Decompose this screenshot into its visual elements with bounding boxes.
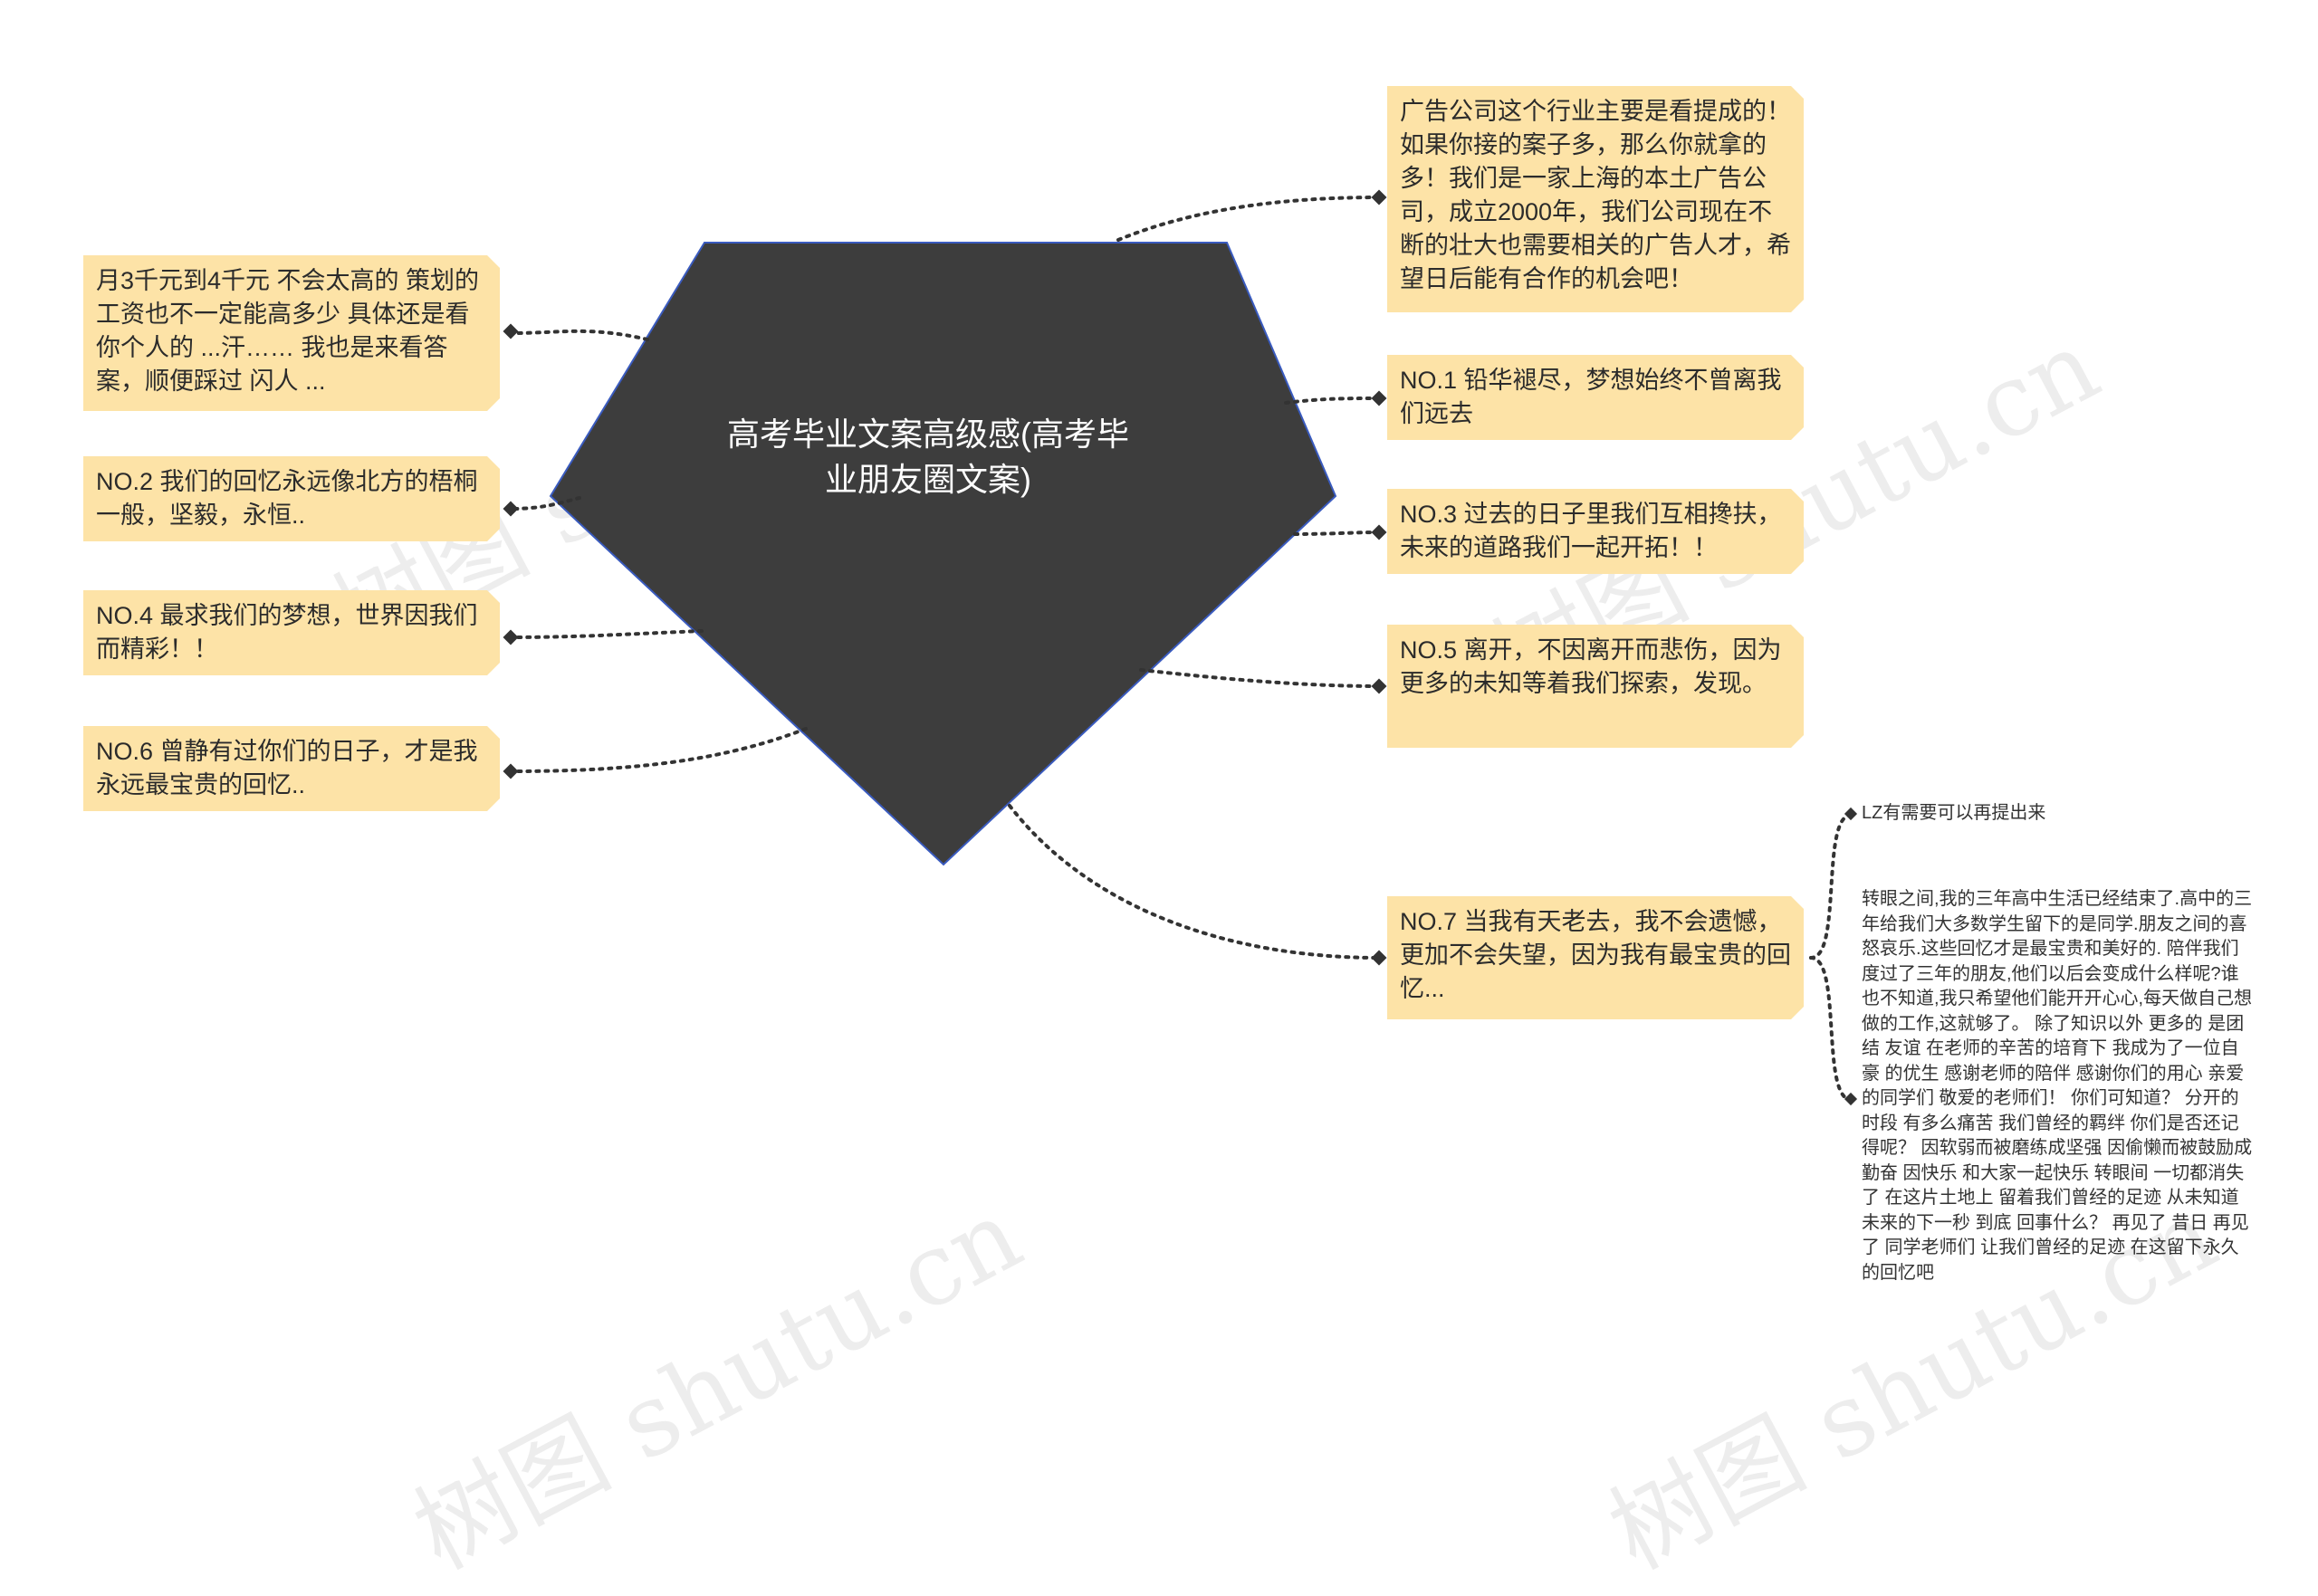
connector-layer (503, 189, 1858, 1106)
connector-right-2 (1284, 397, 1381, 405)
center-node-title[interactable]: 高考毕业文案高级感(高考毕业朋友圈文案) (727, 416, 1129, 498)
center-node-shape[interactable] (549, 242, 1337, 866)
topic-node-no5[interactable]: NO.5 离开，不因离开而悲伤，因为更多的未知等着我们探索，发现。 (1387, 625, 1804, 748)
topic-node-no3[interactable]: NO.3 过去的日子里我们互相搀扶，未来的道路我们一起开拓！！ (1387, 489, 1804, 574)
connector-right-4 (1139, 668, 1381, 688)
connector-dot (503, 323, 519, 339)
topic-node-no4[interactable]: NO.4 最求我们的梦想，世界因我们而精彩！！ (83, 590, 500, 675)
connector-dot (503, 763, 519, 779)
connector-left-3 (511, 629, 704, 639)
topic-node-ad-company[interactable]: 广告公司这个行业主要是看提成的！如果你接的案子多，那么你就拿的多！我们是一家上海… (1387, 86, 1804, 312)
topic-node-salary[interactable]: 月3千元到4千元 不会太高的 策划的工资也不一定能高多少 具体还是看你个人的 .… (83, 255, 500, 411)
connector-left-1 (511, 329, 649, 341)
mind-map-canvas: 树图 shutu.cn 树图 shutu.cn 树图 shutu.cn 树图 s… (0, 0, 2253, 1591)
connector-right-5 (1008, 804, 1381, 960)
connector-left-4 (511, 727, 808, 773)
connector-leaf-1 (1809, 813, 1853, 960)
connector-dot (1371, 390, 1387, 406)
leaf-node-lz[interactable]: LZ有需要可以再提出来 (1862, 803, 2046, 823)
connector-dot (503, 629, 519, 645)
topic-node-no1[interactable]: NO.1 铅华褪尽，梦想始终不曾离我们远去 (1387, 355, 1804, 440)
connector-leaf-2 (1809, 956, 1853, 1102)
connector-dot (1371, 950, 1387, 966)
connector-dot (1844, 807, 1858, 821)
connector-left-2 (511, 496, 581, 511)
leaf-node-essay[interactable]: 转眼之间,我的三年高中生活已经结束了.高中的三年给我们大多数学生留下的是同学.朋… (1862, 889, 2253, 1283)
connector-dot (1844, 1092, 1858, 1106)
connector-right-1 (1116, 196, 1381, 242)
topic-node-no2[interactable]: NO.2 我们的回忆永远像北方的梧桐一般，坚毅，永恒.. (83, 456, 500, 541)
connector-dot (1371, 189, 1387, 205)
connector-right-3 (1293, 530, 1381, 536)
connector-dot (503, 501, 519, 517)
connector-dot (1371, 524, 1387, 540)
connector-dot (1371, 678, 1387, 694)
topic-node-no7[interactable]: NO.7 当我有天老去，我不会遗憾，更加不会失望，因为我有最宝贵的回忆... (1387, 896, 1804, 1019)
topic-node-no6[interactable]: NO.6 曾静有过你们的日子，才是我永远最宝贵的回忆.. (83, 726, 500, 811)
